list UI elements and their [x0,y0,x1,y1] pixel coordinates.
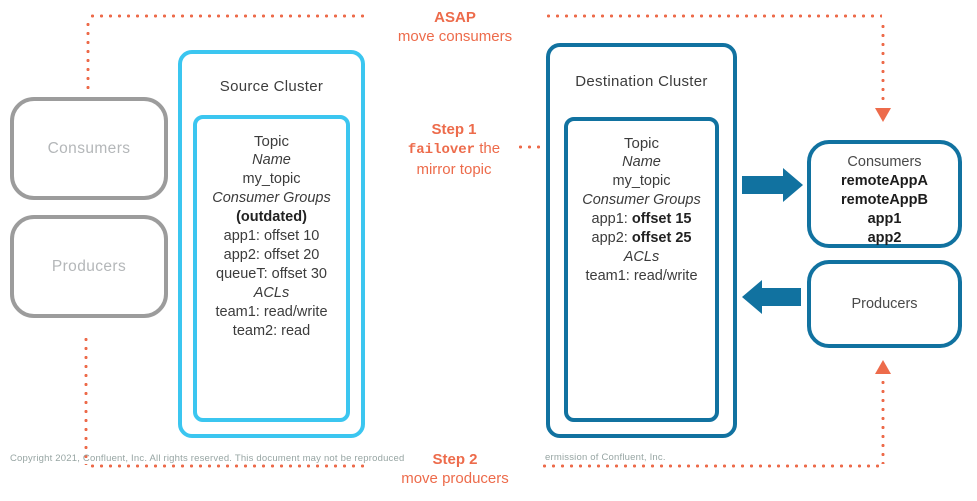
destination-acls-label: ACLs [623,249,660,265]
annotation-step1: Step 1 failover the mirror topic [383,120,525,179]
after-code: the [475,140,501,157]
arrowhead-up-icon [875,360,891,374]
annotation-asap: ASAP move consumers [370,8,540,46]
dotted-line-top-left-vertical [86,20,90,92]
footer-copyright-left: Copyright 2021, Confluent, Inc. All righ… [10,453,405,464]
left-producers-box: Producers [10,215,168,318]
consumer-app: remoteAppA [840,173,928,189]
source-groups-note: (outdated) [236,209,307,225]
failover-code: failover [407,142,476,158]
destination-topic-title: Topic [623,135,660,152]
dotted-line-bottom-segment-2 [540,464,882,468]
destination-topic-box: Topic Name my_topic Consumer Groups app1… [564,117,719,422]
source-group-row: queueT: offset 30 [216,266,327,282]
annotation-step2-title: Step 2 [432,451,478,468]
consumer-app: app1 [867,211,902,227]
source-group-row: app1: offset 10 [223,228,320,244]
annotation-step1-title: Step 1 [431,121,477,138]
right-producers-label: Producers [851,295,918,312]
left-producers-label: Producers [51,257,127,275]
flow-arrow-from-producers-shaft [761,288,801,306]
dotted-line-top-segment-1 [88,14,366,18]
footer-copyright-right: ermission of Confluent, Inc. [545,452,666,463]
flow-arrow-from-producers-icon [742,280,762,314]
dotted-line-top-segment-2 [544,14,882,18]
source-name-value: my_topic [242,171,301,187]
flow-arrow-to-consumers-shaft [742,176,784,194]
source-acls-label: ACLs [253,285,290,301]
destination-name-label: Name [622,154,661,170]
destination-name-value: my_topic [612,173,671,189]
destination-group-row: app2: offset 25 [568,229,715,248]
dotted-line-top-right-vertical [881,22,885,106]
left-consumers-box: Consumers [10,97,168,200]
left-consumers-label: Consumers [47,139,131,157]
annotation-step2-subtitle: move producers [401,470,509,487]
dotted-line-bottom-left-vertical [84,335,88,465]
annotation-step1-line2: mirror topic [416,161,492,178]
destination-acl-row: team1: read/write [585,268,698,284]
flow-arrow-to-consumers-icon [783,168,803,202]
annotation-asap-title: ASAP [434,9,476,26]
right-consumers-title: Consumers [847,154,922,170]
destination-cluster-title: Destination Cluster [575,73,708,90]
group-offset-bold: offset 25 [631,230,692,246]
source-topic-title: Topic [253,133,290,150]
annotation-step2: Step 2 move producers [380,450,530,488]
consumer-app: app2 [867,230,902,246]
source-name-label: Name [252,152,291,168]
right-producers-box: Producers [807,260,962,348]
group-prefix: app1: [591,211,632,227]
annotation-step1-line1: failover the [383,139,525,160]
source-acl-row: team2: read [232,323,311,339]
right-consumers-box: Consumers remoteAppA remoteAppB app1 app… [807,140,962,248]
group-prefix: app2: [591,230,632,246]
source-topic-box: Topic Name my_topic Consumer Groups (out… [193,115,350,422]
destination-groups-label: Consumer Groups [582,192,701,208]
arrowhead-down-icon [875,108,891,122]
group-offset-bold: offset 15 [631,211,692,227]
dotted-line-bottom-right-vertical [881,378,885,464]
annotation-asap-subtitle: move consumers [397,28,513,45]
destination-group-row: app1: offset 15 [568,210,715,229]
source-cluster-title: Source Cluster [219,78,324,95]
source-acl-row: team1: read/write [215,304,328,320]
source-groups-label: Consumer Groups [212,190,331,206]
source-group-row: app2: offset 20 [223,247,320,263]
consumer-app: remoteAppB [840,192,928,208]
dotted-line-bottom-segment-1 [88,464,368,468]
